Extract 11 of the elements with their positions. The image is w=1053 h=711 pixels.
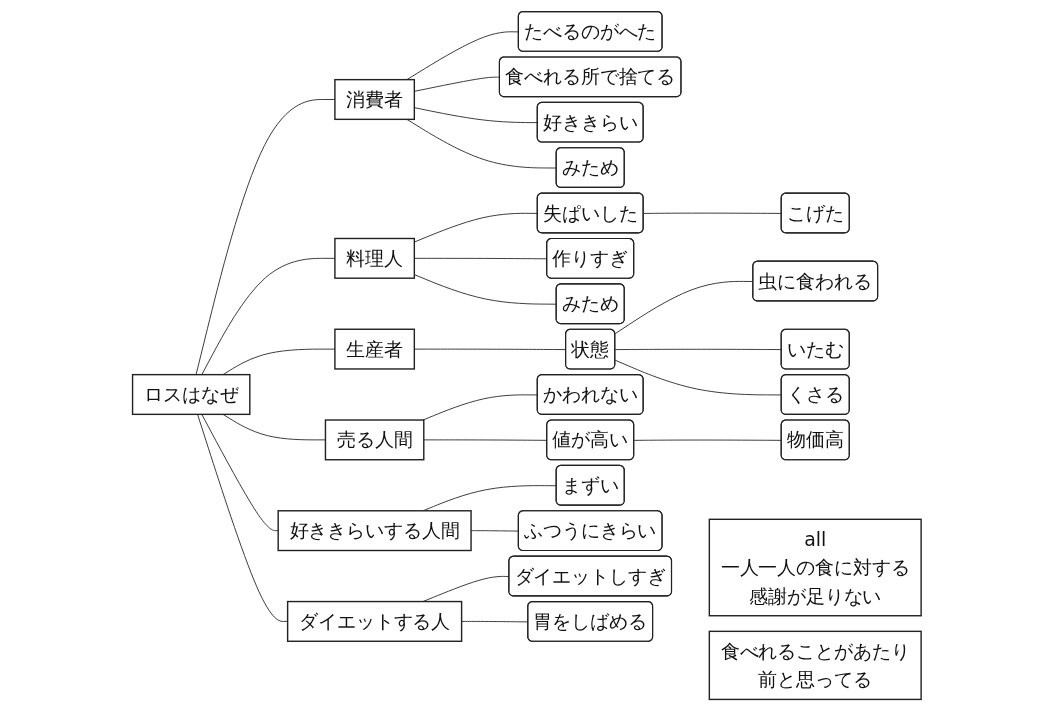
- node-box: 売る人間: [324, 419, 425, 461]
- node-box: all 一人一人の食に対する感謝が足りない: [708, 518, 922, 617]
- connector: [196, 413, 288, 622]
- node-box: 好ききらいする人間: [277, 510, 472, 552]
- node-box: 消費者: [333, 78, 415, 121]
- node-box: ロスはなぜ: [131, 373, 251, 416]
- node-box: 料理人: [333, 237, 415, 279]
- node-box: 生産者: [333, 328, 415, 370]
- node-box: ダイエットする人: [286, 600, 462, 642]
- node-box: 食べれることがあたり前と思ってる: [708, 630, 922, 701]
- connector: [222, 413, 326, 441]
